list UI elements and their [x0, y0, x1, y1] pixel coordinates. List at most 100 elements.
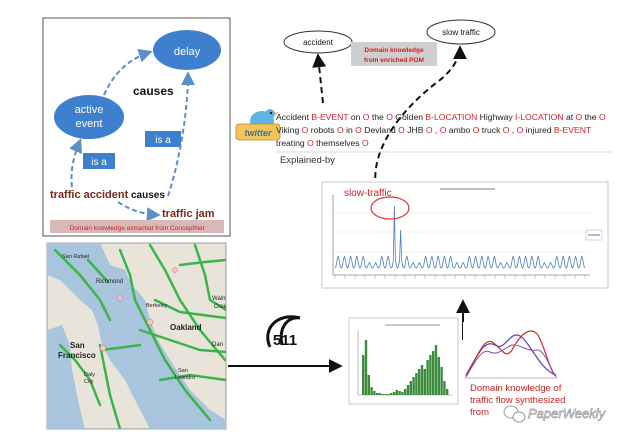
pgm-node-slow-traffic[interactable] — [426, 19, 496, 45]
map-label-danville: Dan — [212, 342, 223, 348]
tweet-word: themselves — [314, 138, 362, 148]
tweet-ner-tag: O — [503, 125, 510, 135]
watermark: PaperWeekly — [503, 405, 607, 423]
tweet-word: Devland — [362, 125, 398, 135]
map-cities — [99, 267, 178, 352]
term-traffic-jam: traffic jam — [162, 208, 215, 220]
twitter-logo-text: twitter — [245, 128, 272, 138]
tweet-ner-tag: O — [363, 112, 370, 122]
histogram-bar — [384, 394, 387, 395]
density-curve-red-1 — [465, 330, 557, 377]
pgm-caption-box — [351, 42, 437, 66]
histogram-bar — [370, 387, 373, 395]
bay-area-map: San Rafael Richmond Berkeley Oakland San… — [46, 242, 229, 430]
tweet-ner-tag: O — [426, 125, 433, 135]
histogram-bar — [426, 360, 429, 395]
tweet-ner-tag: O — [386, 112, 393, 122]
tweet-word: on — [348, 112, 362, 122]
tweet-word: robots — [308, 125, 337, 135]
histogram-bar — [401, 392, 404, 395]
map-label-walnut-creek-1: Walnu — [212, 296, 229, 302]
tweet-ner-tag: O — [517, 125, 524, 135]
histogram-bar — [429, 355, 432, 395]
map-roads — [53, 243, 226, 429]
tweet-ner-tag: O — [398, 125, 405, 135]
tweet-word: , — [509, 125, 516, 135]
map-label-walnut-creek-2: Cree — [214, 304, 228, 310]
node-is-a-1[interactable] — [145, 131, 181, 147]
histogram-bar — [432, 351, 435, 395]
slow-traffic-annotation: slow-traffic — [344, 188, 392, 199]
flow-caption-line3: from — [470, 407, 489, 418]
histogram-bar — [406, 385, 410, 395]
node-delay[interactable] — [153, 30, 221, 70]
tweet-word: Highway — [477, 112, 515, 122]
map-label-oakland: Oakland — [170, 323, 202, 332]
twitter-logo-badge — [235, 123, 281, 141]
map-label-richmond: Richmond — [96, 279, 123, 285]
histogram-bar — [412, 377, 415, 395]
map-label-san-francisco-1: San — [70, 341, 85, 350]
tweet-ner-tag: O — [337, 125, 344, 135]
pgm-node-accident-label: accident — [303, 38, 334, 47]
tweet-ner-tag: B-EVENT — [311, 112, 349, 122]
histogram-bar — [376, 393, 379, 395]
flow-histogram — [348, 317, 459, 405]
tweet-word: injured — [523, 125, 554, 135]
tweet-word: , — [433, 125, 440, 135]
conceptnet-panel: delay active event is a is a causes traf… — [42, 17, 231, 237]
pgm-panel: accident slow traffic Domain knowledge f… — [283, 19, 496, 189]
histogram-bar — [364, 340, 368, 395]
node-is-a-2[interactable] — [83, 153, 115, 169]
tweet-word: ambo — [446, 125, 472, 135]
tweet-word: JHB — [405, 125, 426, 135]
tweet-word: the — [582, 112, 599, 122]
tweet-ner-tag: B-EVENT — [554, 125, 592, 135]
histogram-bar — [395, 390, 398, 395]
histogram-bar — [404, 389, 407, 395]
timeseries-series-line — [334, 205, 586, 269]
conceptnet-caption: Domain knowledge extracted from ConceptN… — [70, 225, 205, 232]
traffic-timeseries: slow-traffic — [321, 181, 609, 289]
flow-caption-line1: Domain knowledge of — [470, 383, 562, 394]
tweet-ner-tag: O — [362, 138, 369, 148]
histogram-bar — [373, 391, 376, 395]
timeseries-ticks — [334, 275, 586, 279]
tweet-ner-tag: O — [599, 112, 606, 122]
tweet-line-2: Viking O robots O in O Devland O JHB O ,… — [276, 125, 592, 135]
histogram-bar — [418, 369, 421, 395]
histogram-bar — [446, 389, 449, 395]
wechat-icon — [503, 405, 526, 423]
timeseries-gridlines — [333, 212, 590, 253]
tweet-word: treating — [276, 138, 307, 148]
map-label-san-francisco-2: Francisco — [58, 351, 96, 360]
histogram-bar — [423, 369, 426, 395]
logo-511-swoosh — [266, 315, 301, 348]
histogram-bar — [440, 367, 443, 395]
logo-511: 511 — [266, 315, 301, 349]
node-active-event-label-1: active — [75, 104, 104, 116]
tweet-ner-tag: I-LOCATION — [515, 112, 564, 122]
node-active-event[interactable] — [54, 95, 124, 139]
node-is-a-2-label: is a — [91, 157, 107, 168]
node-active-event-label-2: event — [76, 118, 103, 130]
tweet-word: truck — [479, 125, 502, 135]
map-label-daly-city-1: Daly — [84, 372, 95, 378]
tweet-ner-tag: O — [440, 125, 447, 135]
arrow-tweet-to-accident — [312, 53, 327, 104]
tweet-ner-tag: O — [355, 125, 362, 135]
histogram-bar — [434, 345, 438, 395]
pgm-caption-line1: Domain knowledge — [364, 47, 424, 54]
histogram-bar — [392, 392, 396, 395]
map-label-daly-city-2: City — [84, 379, 94, 385]
flow-caption-line2: traffic flow synthesized — [470, 395, 565, 406]
edge-causes-top-label: causes — [133, 84, 174, 98]
map-ocean — [47, 325, 85, 429]
flow-caption: Domain knowledge of traffic flow synthes… — [470, 383, 565, 418]
explained-by-label: Explained-by — [280, 155, 335, 166]
density-curve-blue-1 — [465, 334, 557, 376]
histogram-bar — [378, 393, 382, 395]
edge-accident-to-active-event — [69, 138, 83, 188]
histogram-bar — [367, 375, 370, 395]
